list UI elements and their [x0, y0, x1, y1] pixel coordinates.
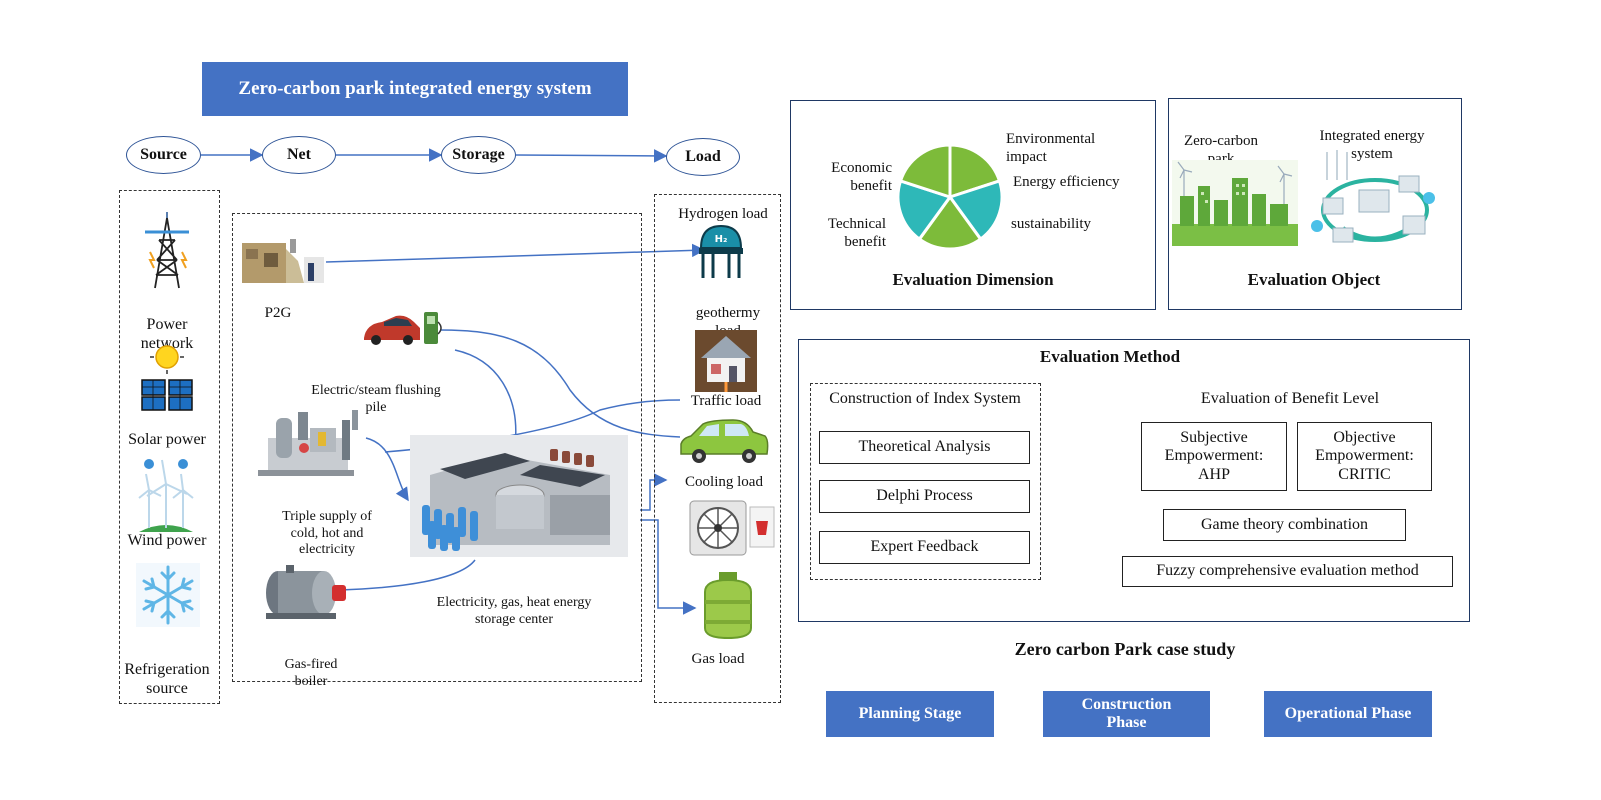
pie-slice — [898, 143, 952, 200]
label-cooling-load: Cooling load — [685, 474, 763, 490]
cooling-fan-icon — [689, 500, 775, 556]
label-environmental-impact: Environmental impact — [1006, 131, 1096, 165]
net-area — [232, 213, 642, 682]
arrow-storage-load — [515, 149, 668, 163]
label-integrated-energy-system: Integrated energy system — [1319, 128, 1425, 162]
hydrogen-tank-icon: H₂ — [699, 224, 743, 278]
label-traffic-load: Traffic load — [690, 393, 762, 409]
label-solar-power: Solar power — [128, 431, 206, 448]
dimension-pie — [896, 143, 1004, 251]
wind-turbine-icon — [138, 459, 194, 532]
stage-operational: Operational Phase — [1264, 691, 1432, 737]
pie-slice — [917, 194, 983, 251]
pie-slice — [896, 179, 953, 242]
line-storage-gas — [640, 519, 697, 615]
objective-critic-box: Objective Empowerment: CRITIC — [1297, 422, 1432, 491]
line-pile-storage — [454, 349, 517, 446]
energy-network-icon — [1311, 150, 1435, 243]
label-technical-benefit: Technical benefit — [827, 216, 886, 250]
ev-charging-icon — [364, 312, 442, 345]
theoretical-analysis-box: Theoretical Analysis — [819, 431, 1030, 464]
line-pile-traffic — [439, 329, 681, 438]
flow-load: Load — [666, 138, 740, 176]
label-wind-power: Wind power — [127, 532, 207, 549]
stage-construction: Construction Phase — [1043, 691, 1210, 737]
gas-boiler-icon — [266, 565, 346, 619]
snowflake-icon — [136, 563, 200, 627]
label-refrigeration: Refrigeration source — [124, 661, 210, 698]
load-column — [654, 194, 781, 703]
car-icon — [680, 419, 769, 463]
case-study-title: Zero carbon Park case study — [1014, 639, 1236, 659]
line-storage-cooling — [640, 473, 668, 511]
fuzzy-evaluation-box: Fuzzy comprehensive evaluation method — [1122, 556, 1453, 587]
source-column — [119, 190, 220, 704]
stage-planning: Planning Stage — [826, 691, 994, 737]
subjective-ahp-box: Subjective Empowerment: AHP — [1141, 422, 1287, 491]
flow-storage: Storage — [441, 136, 516, 174]
label-gas-load: Gas load — [691, 651, 745, 667]
flow-net: Net — [262, 136, 336, 174]
delphi-process-box: Delphi Process — [819, 480, 1030, 513]
p2g-plant-icon — [242, 239, 324, 283]
storage-center-icon — [410, 435, 628, 557]
label-gas-boiler: Gas-fired boiler — [284, 656, 338, 689]
green-city-icon — [1172, 160, 1298, 246]
system-title: Zero-carbon park integrated energy syste… — [202, 62, 628, 116]
chp-unit-icon — [258, 410, 358, 476]
pie-slice — [947, 179, 1004, 242]
label-economic-benefit: Economic benefit — [831, 160, 892, 194]
index-system-title: Construction of Index System — [829, 390, 1021, 407]
label-triple-supply: Triple supply of cold, hot and electrici… — [282, 508, 372, 558]
svg-text:H₂: H₂ — [715, 234, 728, 245]
solar-panel-icon — [141, 340, 193, 411]
line-boiler-storage — [339, 559, 476, 591]
evaluation-object-title: Evaluation Object — [1247, 270, 1381, 289]
label-p2g: P2G — [264, 305, 292, 321]
line-triple-storage — [365, 437, 409, 502]
label-sustainability: sustainability — [1011, 216, 1091, 232]
label-charging-pile: Electric/steam flushing pile — [311, 382, 441, 415]
index-system-box — [810, 383, 1041, 580]
benefit-level-title: Evaluation of Benefit Level — [1200, 390, 1380, 407]
power-tower-icon — [145, 212, 189, 289]
game-theory-box: Game theory combination — [1163, 509, 1406, 541]
label-storage-center: Electricity, gas, heat energy storage ce… — [436, 594, 592, 627]
geothermy-house-icon — [695, 330, 757, 392]
label-hydrogen-load: Hydrogen load — [678, 206, 768, 222]
expert-feedback-box: Expert Feedback — [819, 531, 1030, 564]
evaluation-dimension-title: Evaluation Dimension — [892, 270, 1054, 289]
flow-source: Source — [126, 136, 201, 174]
gas-cylinder-icon — [704, 572, 752, 640]
label-energy-efficiency: Energy efficiency — [1013, 174, 1120, 190]
evaluation-method-title: Evaluation Method — [1039, 347, 1181, 366]
